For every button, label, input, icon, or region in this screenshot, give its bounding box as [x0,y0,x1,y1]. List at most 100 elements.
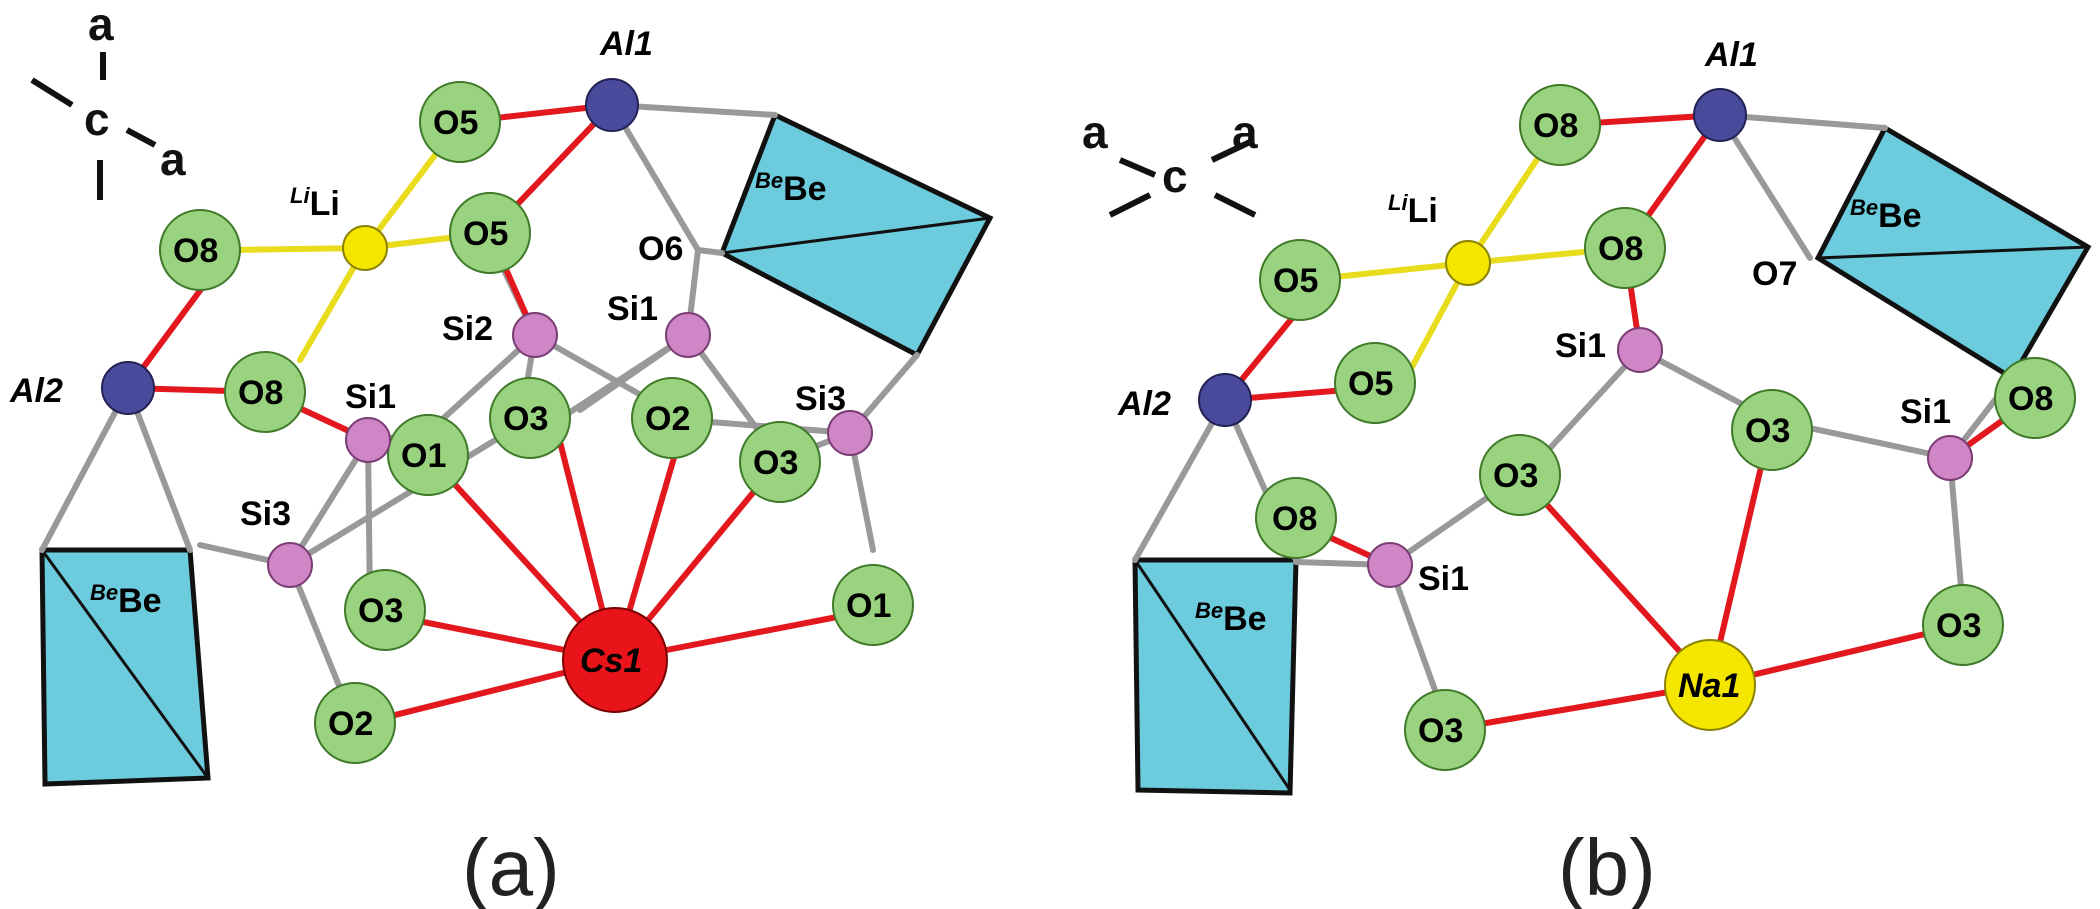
label-si1-left-b: Si1 [1418,560,1469,598]
si3-left-atom [267,542,313,588]
o2-lower-atom [314,682,396,764]
li-atom [342,225,388,271]
al1-atom-b [1693,88,1747,142]
panel-a: a c a [9,0,994,909]
label-o5-lower-b: O5 [1348,365,1393,403]
label-o5-left-b: O5 [1273,262,1318,300]
o3-right-atom [739,421,821,503]
label-li-main-b: Li [1408,192,1438,230]
label-al2: Al2 [9,372,63,410]
o8-mid-atom-b [1584,207,1666,289]
o8-top-atom-b [1519,84,1601,166]
label-be-bottom: BeBe [90,580,162,620]
o2-center-atom [631,377,713,459]
label-o3-left-b: O3 [1493,457,1538,495]
o8-right-atom-b [1994,357,2076,439]
o8-mid-atom [224,351,306,433]
be-polyhedron-bottom [39,547,211,787]
si1-upper-atom [665,312,711,358]
label-na1: Na1 [1678,667,1740,705]
si3-right-atom [827,410,873,456]
panel-b: a c a [1082,36,2092,909]
o5-left-atom-b [1259,239,1341,321]
label-li-sup-b: Li [1388,190,1408,215]
o3-lower-right-atom-b [1922,584,2004,666]
cs1-atom [562,607,668,713]
be-polyhedron-bottom-b [1132,557,1299,796]
label-be-top-b: BeBe [1850,195,1922,235]
axis-label-a-right-b: a [1232,106,1258,158]
si1-right-atom-b [1927,435,1973,481]
o3-lower-atom [344,569,426,651]
li-atom-b [1445,240,1491,286]
label-o8-left: O8 [173,232,218,270]
o1-right-atom [832,564,914,646]
label-o6: O6 [638,230,683,268]
label-o3-lower-right-b: O3 [1936,607,1981,645]
o3-center-atom [489,377,571,459]
label-o3-center: O3 [503,400,548,438]
label-be-bottom-main: Be [118,582,161,620]
label-o1-right: O1 [846,587,891,625]
label-be-bottom-sup-b: Be [1195,598,1223,623]
axis-glyph-b: a c a [1082,106,1258,218]
label-be-top: BeBe [755,168,827,208]
label-o8-right-b: O8 [2008,380,2053,418]
si1-top-atom-b [1617,327,1663,373]
axis-label-a-top: a [88,0,114,50]
axis-label-a-right: a [160,133,186,185]
label-be-top-main: Be [783,170,826,208]
label-be-top-sup-b: Be [1850,195,1878,220]
be-polyhedron-top-b [1814,124,2092,382]
o8-small-atom-b [1255,477,1337,559]
label-si1-lower: Si1 [345,378,396,416]
label-o8-small-b: O8 [1272,500,1317,538]
si1-left-atom-b [1367,542,1413,588]
label-si2: Si2 [442,310,493,348]
label-si1-right-b: Si1 [1900,393,1951,431]
label-be-top-sup: Be [755,168,783,193]
si2-atom [512,312,558,358]
label-al2-b: Al2 [1117,385,1171,423]
na1-atom [1664,639,1756,731]
label-be-bottom-main-b: Be [1223,600,1266,638]
label-al1-b: Al1 [1704,36,1758,74]
al2-atom-b [1198,373,1252,427]
axis-label-a-left: a [1082,106,1108,158]
o5-mid-atom [449,192,531,274]
label-si3-right: Si3 [795,380,846,418]
label-si3-left: Si3 [240,495,291,533]
label-o3-lower: O3 [358,592,403,630]
label-o2-lower: O2 [328,705,373,743]
o5-top-atom [419,81,501,163]
label-o5-top: O5 [433,104,478,142]
label-li-sup: Li [290,183,310,208]
label-o3-bottom-b: O3 [1418,712,1463,750]
label-si1-upper: Si1 [607,290,658,328]
si1-lower-atom [345,417,391,463]
label-li: LiLi [290,183,340,223]
label-cs1: Cs1 [580,642,642,680]
label-be-bottom-sup: Be [90,580,118,605]
label-o3-right: O3 [753,444,798,482]
label-o8-mid-b: O8 [1598,230,1643,268]
label-o3-center-b: O3 [1745,412,1790,450]
label-o5-mid: O5 [463,215,508,253]
label-li-b: LiLi [1388,190,1438,230]
o1-center-atom [387,414,469,496]
label-o1-center: O1 [401,437,446,475]
axis-glyph-a: a c a [30,0,186,200]
label-o2-center: O2 [645,400,690,438]
o3-bottom-atom-b [1404,689,1486,771]
be-polyhedron-top [718,111,994,359]
caption-b: (b) [1558,823,1656,909]
o3-left-atom-b [1479,434,1561,516]
al2-atom [101,361,155,415]
al1-atom [585,78,639,132]
axis-label-c-b: c [1162,150,1188,202]
o3-center-atom-b [1731,389,1813,471]
label-li-main: Li [310,185,340,223]
label-al1: Al1 [599,25,653,63]
o8-left-atom [159,209,241,291]
